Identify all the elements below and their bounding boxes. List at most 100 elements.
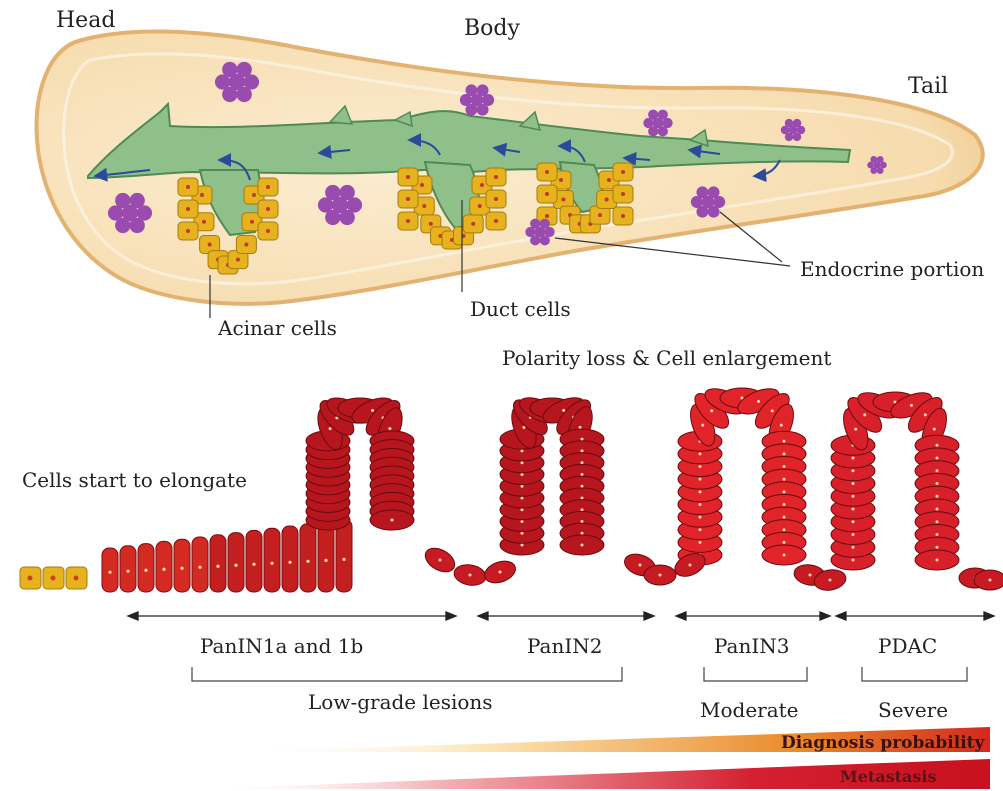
cell-nucleus xyxy=(936,559,939,562)
islet-cell xyxy=(530,219,540,229)
cell-nucleus xyxy=(783,440,786,443)
cell-nucleus xyxy=(639,564,642,567)
cell-nucleus xyxy=(480,183,484,187)
cell-nucleus xyxy=(783,503,786,506)
elongated-cell xyxy=(156,541,172,592)
cell-nucleus xyxy=(780,424,783,427)
islet-cell xyxy=(237,62,252,77)
cell-nucleus xyxy=(406,219,410,223)
cell-nucleus xyxy=(216,565,219,568)
cell-nucleus xyxy=(200,193,204,197)
cell-nucleus xyxy=(252,563,255,566)
cell-nucleus xyxy=(936,482,939,485)
bracket-moderate xyxy=(704,667,807,681)
grade-label-severe: Severe xyxy=(878,698,948,722)
cell-nucleus xyxy=(478,204,482,208)
cell-nucleus xyxy=(51,576,56,581)
diagnosis-bar-label: Diagnosis probability xyxy=(781,733,986,753)
elongated-cell xyxy=(192,537,208,592)
grade-brackets xyxy=(192,667,967,681)
cell-nucleus xyxy=(936,546,939,549)
label-duct-cells: Duct cells xyxy=(470,297,571,321)
cell-nucleus xyxy=(605,198,609,202)
cell-nucleus xyxy=(783,465,786,468)
cell-nucleus xyxy=(852,508,855,511)
cell-nucleus xyxy=(521,485,524,488)
cell-nucleus xyxy=(494,197,498,201)
label-head: Head xyxy=(56,8,115,33)
cell-nucleus xyxy=(429,222,433,226)
cell-nucleus xyxy=(581,438,584,441)
grade-label-moderate: Moderate xyxy=(700,698,799,722)
cell-nucleus xyxy=(936,469,939,472)
cell-nucleus xyxy=(324,559,327,562)
islet-cell xyxy=(877,156,884,163)
cell-nucleus xyxy=(910,404,913,407)
islet-cell xyxy=(540,235,550,245)
cell-nucleus xyxy=(494,175,498,179)
cell-nucleus xyxy=(391,519,394,522)
cell-nucleus xyxy=(852,520,855,523)
elongated-cell xyxy=(282,526,298,592)
cell-nucleus xyxy=(783,478,786,481)
cell-nucleus xyxy=(234,564,237,567)
cell-nucleus xyxy=(469,574,472,577)
cell-nucleus xyxy=(689,564,692,567)
cell-nucleus xyxy=(252,193,256,197)
cell-nucleus xyxy=(28,576,33,581)
cell-nucleus xyxy=(852,533,855,536)
cell-nucleus xyxy=(936,520,939,523)
cell-nucleus xyxy=(266,185,270,189)
diagnosis-probability-bar: Diagnosis probability xyxy=(230,727,990,753)
cell-nucleus xyxy=(699,503,702,506)
cell-nucleus xyxy=(186,185,190,189)
islet-cell xyxy=(477,84,489,96)
elongated-cell xyxy=(336,519,352,592)
cell-nucleus xyxy=(581,532,584,535)
islet-cell xyxy=(708,206,720,218)
range-pdac xyxy=(836,612,994,620)
label-polarity-loss: Polarity loss & Cell enlargement xyxy=(502,346,831,370)
cell-nucleus xyxy=(710,409,713,412)
islet-cell xyxy=(222,62,237,77)
cell-nucleus xyxy=(266,229,270,233)
cell-nucleus xyxy=(579,426,582,429)
cell-nucleus xyxy=(521,461,524,464)
cell-nucleus xyxy=(270,562,273,565)
cell-nucleus xyxy=(581,473,584,476)
cell-nucleus xyxy=(186,207,190,211)
stage-label-panin1: PanIN1a and 1b xyxy=(200,634,363,658)
cell-nucleus xyxy=(108,571,111,574)
cell-nucleus xyxy=(699,516,702,519)
cell-nucleus xyxy=(581,485,584,488)
cell-nucleus xyxy=(699,452,702,455)
islet-cell xyxy=(648,110,658,120)
cell-nucleus xyxy=(521,520,524,523)
label-cells-elongate: Cells start to elongate xyxy=(22,468,247,492)
elongated-cell xyxy=(102,548,118,592)
elongated-cell xyxy=(138,544,154,592)
islet-cell xyxy=(237,87,252,102)
cell-nucleus xyxy=(852,469,855,472)
cell-nucleus xyxy=(406,197,410,201)
cell-nucleus xyxy=(581,544,584,547)
cell-nucleus xyxy=(936,508,939,511)
cell-nucleus xyxy=(607,178,611,182)
cell-nucleus xyxy=(989,579,992,582)
cell-nucleus xyxy=(186,229,190,233)
cell-nucleus xyxy=(306,560,309,563)
cell-nucleus xyxy=(581,449,584,452)
cell-nucleus xyxy=(936,533,939,536)
cell-nucleus xyxy=(829,579,832,582)
cell-nucleus xyxy=(202,220,206,224)
cell-nucleus xyxy=(699,528,702,531)
cell-nucleus xyxy=(236,258,240,262)
cell-nucleus xyxy=(621,192,625,196)
cell-nucleus xyxy=(936,495,939,498)
elongated-cell xyxy=(210,535,226,592)
cell-nucleus xyxy=(244,242,248,246)
cell-nucleus xyxy=(521,508,524,511)
islet-cell xyxy=(696,186,708,198)
cell-nucleus xyxy=(621,170,625,174)
